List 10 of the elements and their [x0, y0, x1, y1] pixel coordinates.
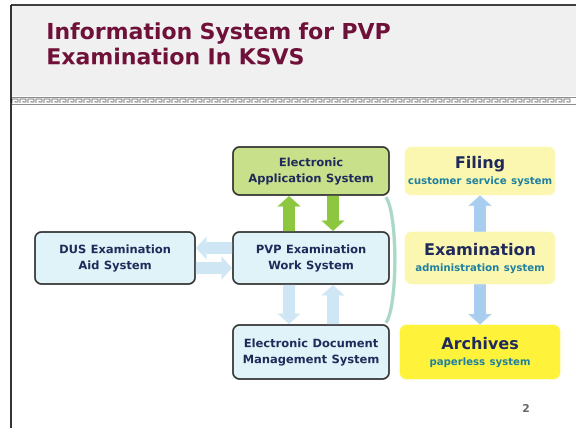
system-box: PVP Examination Work System — [232, 231, 390, 285]
title: Information System for PVP Examination In KSVS — [48, 22, 390, 65]
system-box: Electronic Application System — [232, 146, 390, 196]
curved-connector — [384, 196, 397, 324]
system-box: Examination administration system — [404, 232, 556, 284]
system-box: Electronic Document Management System — [232, 324, 390, 380]
system-box: DUS Examination Aid System — [34, 231, 196, 285]
page-number: 2 — [523, 404, 529, 412]
system-box: Filing customer service system — [404, 146, 556, 196]
system-box: Archives paperless system — [400, 324, 560, 380]
